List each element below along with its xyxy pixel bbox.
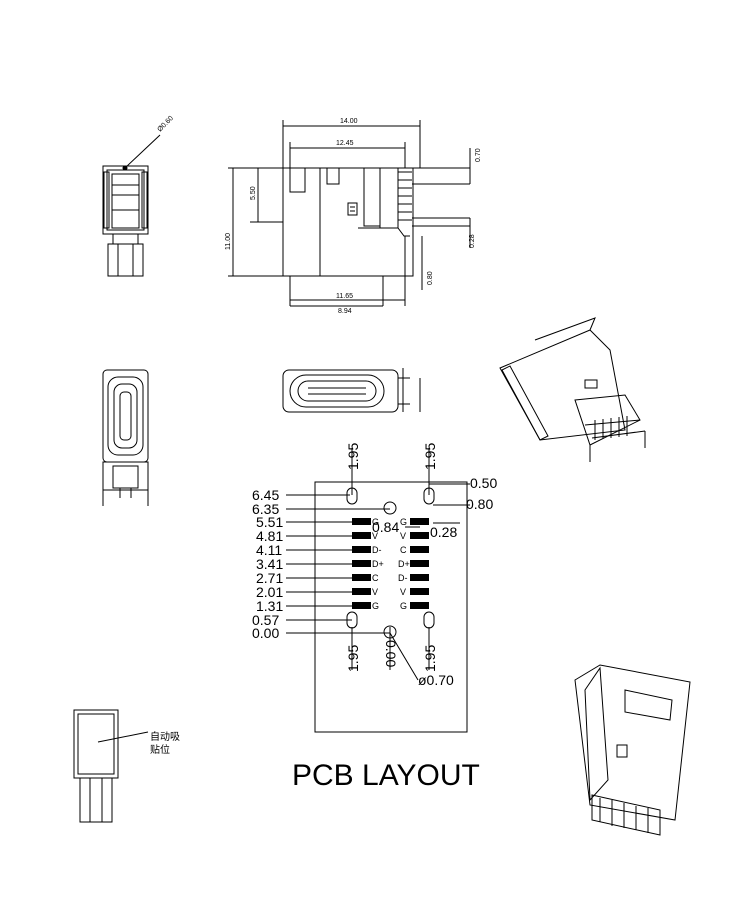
note-line-2: 贴位: [150, 743, 170, 756]
pin-label-right: G: [400, 601, 407, 611]
pad-right: [410, 560, 429, 567]
dim-pin-pitch: 0.70: [475, 148, 482, 162]
feature-view: [73, 709, 149, 823]
dim-hole-dia: ø0.70: [418, 672, 454, 688]
dim-width-total: 14.00: [340, 118, 358, 125]
pin-label-left: D+: [372, 559, 384, 569]
iso-view-top: [499, 317, 646, 462]
dim-height-upper: 5.50: [250, 186, 257, 200]
smt-pads: [352, 518, 429, 609]
row-label: 2.01: [256, 584, 283, 600]
slot-pad: [346, 611, 358, 629]
iso-view-bottom: [574, 664, 691, 836]
dim-pad-w: 0.28: [430, 524, 457, 540]
dim-bottom-left: 1.95: [345, 645, 361, 672]
dim-slot-w: 0.50: [470, 475, 497, 491]
dim-bottom-a: 11.65: [336, 293, 353, 300]
row-label: 6.35: [252, 501, 279, 517]
dim-height-total: 11.00: [225, 233, 232, 250]
pin-label-right: G: [400, 517, 407, 527]
pin-label-right: V: [400, 531, 406, 541]
top-view: [228, 120, 471, 307]
dim-hole-dia: Ø0.60: [156, 115, 175, 134]
dim-bottom-mid: 0.00: [383, 640, 399, 667]
pin-label-left: D-: [372, 545, 382, 555]
slot-pad: [423, 611, 435, 629]
dim-top-left: 1.95: [345, 443, 361, 470]
pin-label-left: V: [372, 587, 378, 597]
dim-pin-thick: 0.28: [469, 234, 476, 248]
row-label: 1.31: [256, 598, 283, 614]
page-title: PCB LAYOUT: [292, 759, 480, 792]
pin-label-left: G: [372, 601, 379, 611]
row-label: 4.81: [256, 528, 283, 544]
row-label: 0.57: [252, 612, 279, 628]
pin-label-right: C: [400, 545, 407, 555]
dim-pad-pitch: 0.84: [372, 519, 399, 535]
pcb-outline: [314, 481, 468, 733]
row-label: 0.00: [252, 625, 279, 641]
dim-width-inner: 12.45: [336, 140, 354, 147]
pad-right: [410, 518, 429, 525]
mount-hole: [383, 501, 397, 515]
row-label: 3.41: [256, 556, 283, 572]
pad-right: [410, 532, 429, 539]
pin-label-right: D-: [398, 573, 408, 583]
side-view-middle: [102, 369, 149, 506]
pad-left: [352, 560, 371, 567]
pad-left: [352, 518, 371, 525]
dim-tail-len: 0.80: [427, 271, 434, 285]
side-view-top: [102, 134, 161, 277]
slot-pad: [346, 487, 358, 505]
pad-left: [352, 574, 371, 581]
mount-hole: [383, 625, 397, 639]
dim-bottom-b: 8.94: [338, 308, 352, 315]
pad-left: [352, 602, 371, 609]
pad-right: [410, 602, 429, 609]
pin-label-right: V: [400, 587, 406, 597]
pcb-layout: [286, 448, 470, 733]
note-line-1: 自动吸: [150, 730, 180, 743]
pad-left: [352, 588, 371, 595]
row-label: 5.51: [256, 514, 283, 530]
pad-left: [352, 532, 371, 539]
pad-right: [410, 588, 429, 595]
pad-left: [352, 546, 371, 553]
pad-right: [410, 574, 429, 581]
pin-label-left: C: [372, 573, 379, 583]
row-label: 6.45: [252, 487, 279, 503]
front-view: [282, 368, 421, 413]
pad-right: [410, 546, 429, 553]
slot-pad: [423, 487, 435, 505]
dim-top-right: 1.95: [422, 443, 438, 470]
dim-slot-h: 0.80: [466, 496, 493, 512]
pin-label-left: V: [372, 531, 378, 541]
row-label: 4.11: [256, 542, 282, 558]
pin-label-right: D+: [398, 559, 410, 569]
pin-label-left: G: [372, 517, 379, 527]
dim-bottom-right: 1.95: [422, 645, 438, 672]
row-label: 2.71: [256, 570, 283, 586]
